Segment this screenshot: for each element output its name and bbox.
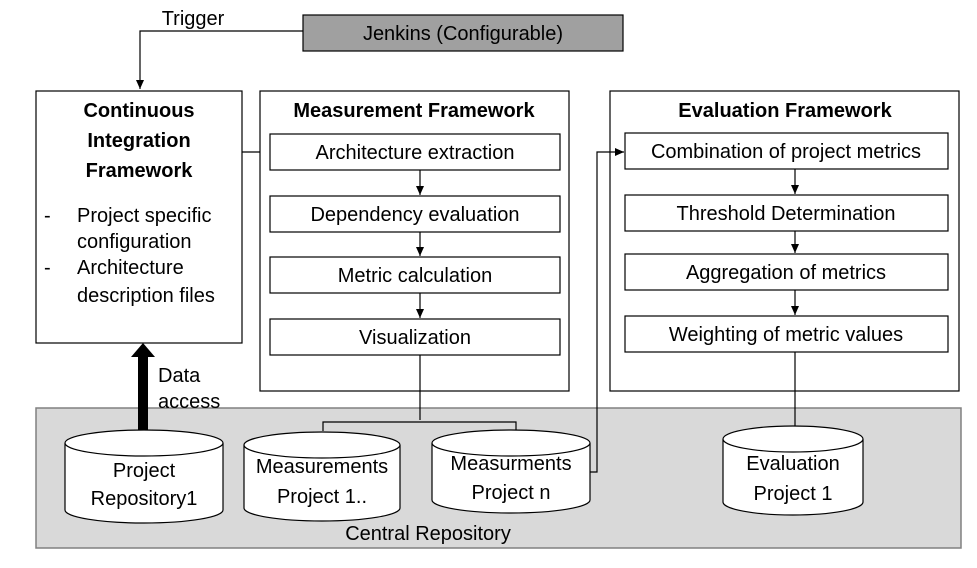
ci-bullet-text: description files [77, 285, 215, 307]
step-label: Combination of project metrics [651, 141, 921, 163]
jenkins-box: Jenkins (Configurable) [302, 14, 624, 52]
db-label: Evaluation [746, 453, 839, 475]
data-access-label: Data [158, 365, 201, 387]
ci-bullet-text: Project specific [77, 205, 212, 227]
step-weighting-of-metric-values [624, 315, 949, 353]
step-dependency-evaluation [269, 195, 561, 233]
step-label: Weighting of metric values [669, 324, 903, 346]
project-repository-db: Project Repository1 [64, 429, 224, 524]
step-label: Dependency evaluation [310, 204, 519, 226]
ci-bullet-text: Architecture [77, 257, 184, 279]
db-label: Project n [472, 482, 551, 504]
evaluation-project-1-db: Evaluation Project 1 [722, 425, 864, 516]
step-label: Metric calculation [338, 265, 493, 287]
step-aggregation-of-metrics [624, 253, 949, 291]
jenkins-label: Jenkins (Configurable) [363, 23, 563, 45]
trigger-label: Trigger [162, 8, 225, 30]
ci-bullet-text: configuration [77, 231, 192, 253]
ci-title-line: Integration [87, 130, 190, 152]
step-metric-calculation [269, 256, 561, 294]
step-label: Architecture extraction [316, 142, 515, 164]
step-label: Threshold Determination [677, 203, 896, 225]
measurements-project-1-db: Measurements Project 1.. [243, 431, 401, 522]
data-access-arrow [131, 343, 155, 433]
step-combination-of-project-metrics [624, 132, 949, 170]
step-threshold-determination [624, 194, 949, 232]
step-label: Aggregation of metrics [686, 262, 886, 284]
evaluation-framework-box: Evaluation Framework Combination of proj… [609, 90, 960, 392]
db-label: Repository1 [91, 488, 198, 510]
trigger-arrow [136, 30, 303, 89]
visualization-to-measurements-line [322, 355, 517, 431]
ci-title-line: Continuous [83, 100, 194, 122]
db-label: Project [113, 460, 176, 482]
ci-bullet-dash: - [44, 205, 51, 227]
ci-bullet-dash: - [44, 257, 51, 279]
measurement-framework-box: Measurement Framework Architecture extra… [259, 90, 570, 392]
central-repository-label: Central Repository [345, 523, 511, 545]
step-visualization [269, 318, 561, 356]
measurement-framework-title: Measurement Framework [293, 100, 535, 122]
step-label: Visualization [359, 327, 471, 349]
ci-framework-box: Continuous Integration Framework - Proje… [35, 90, 243, 344]
db-label: Measurements [256, 456, 388, 478]
measurements-to-combination-arrow [589, 148, 624, 473]
evaluation-framework-title: Evaluation Framework [678, 100, 892, 122]
db-label: Project 1.. [277, 486, 367, 508]
measurements-project-n-db: Measurments Project n [431, 429, 591, 514]
db-label: Project 1 [754, 483, 833, 505]
data-access-label: access [158, 391, 220, 413]
ci-title-line: Framework [86, 160, 194, 182]
db-label: Measurments [450, 453, 571, 475]
step-architecture-extraction [269, 133, 561, 171]
